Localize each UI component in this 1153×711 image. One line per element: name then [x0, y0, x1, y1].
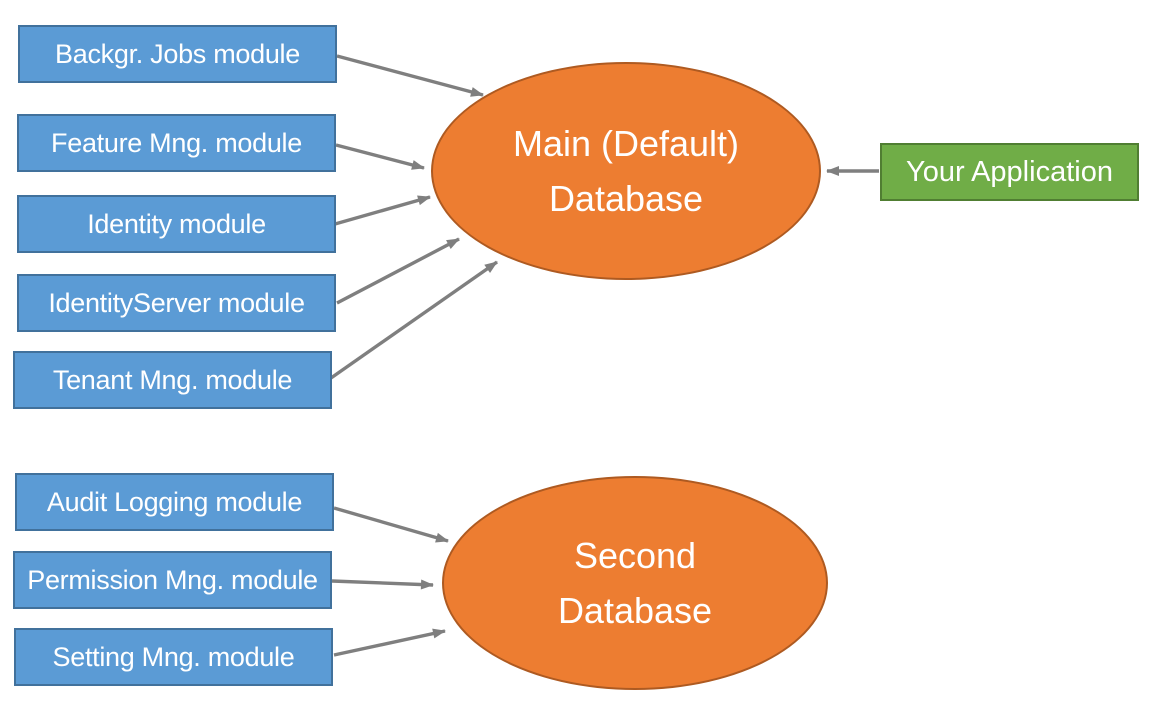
second-database-label-line2: Database	[557, 590, 713, 631]
module-label: Identity module	[87, 208, 266, 239]
arrow-feature-mng-to-main-db	[335, 143, 425, 170]
main-database-ellipse: Main (Default) Database	[431, 62, 821, 280]
module-label: IdentityServer module	[48, 287, 305, 318]
module-label: Backgr. Jobs module	[55, 38, 300, 69]
module-box-backgr-jobs: Backgr. Jobs module	[18, 25, 337, 83]
module-box-setting-mng: Setting Mng. module	[14, 628, 333, 686]
arrow-permission-mng-to-second-db	[331, 579, 434, 590]
module-label: Tenant Mng. module	[52, 364, 293, 395]
your-application-label: Your Application	[906, 155, 1113, 188]
module-label: Permission Mng. module	[27, 564, 318, 595]
module-box-audit-logging: Audit Logging module	[15, 473, 334, 531]
arrow-identityserver-to-main-db	[336, 237, 460, 305]
module-label: Audit Logging module	[46, 486, 303, 517]
main-database-label-line2: Database	[548, 178, 704, 219]
arrow-audit-logging-to-second-db	[333, 506, 449, 543]
second-database-ellipse: Second Database	[442, 476, 828, 690]
module-box-permission-mng: Permission Mng. module	[13, 551, 332, 609]
module-box-identity: Identity module	[17, 195, 336, 253]
module-box-feature-mng: Feature Mng. module	[17, 114, 336, 172]
arrow-identity-to-main-db	[334, 195, 431, 226]
module-label: Setting Mng. module	[52, 641, 295, 672]
module-label: Feature Mng. module	[51, 127, 302, 158]
module-box-identityserver: IdentityServer module	[17, 274, 336, 332]
arrow-setting-mng-to-second-db	[333, 628, 446, 657]
arrow-tenant-mng-to-main-db	[330, 260, 498, 380]
second-database-label-line1: Second	[573, 535, 697, 576]
module-box-tenant-mng: Tenant Mng. module	[13, 351, 332, 409]
your-application-box: Your Application	[880, 143, 1139, 201]
main-database-label-line1: Main (Default)	[512, 123, 740, 164]
arrow-backgr-jobs-to-main-db	[336, 54, 484, 97]
